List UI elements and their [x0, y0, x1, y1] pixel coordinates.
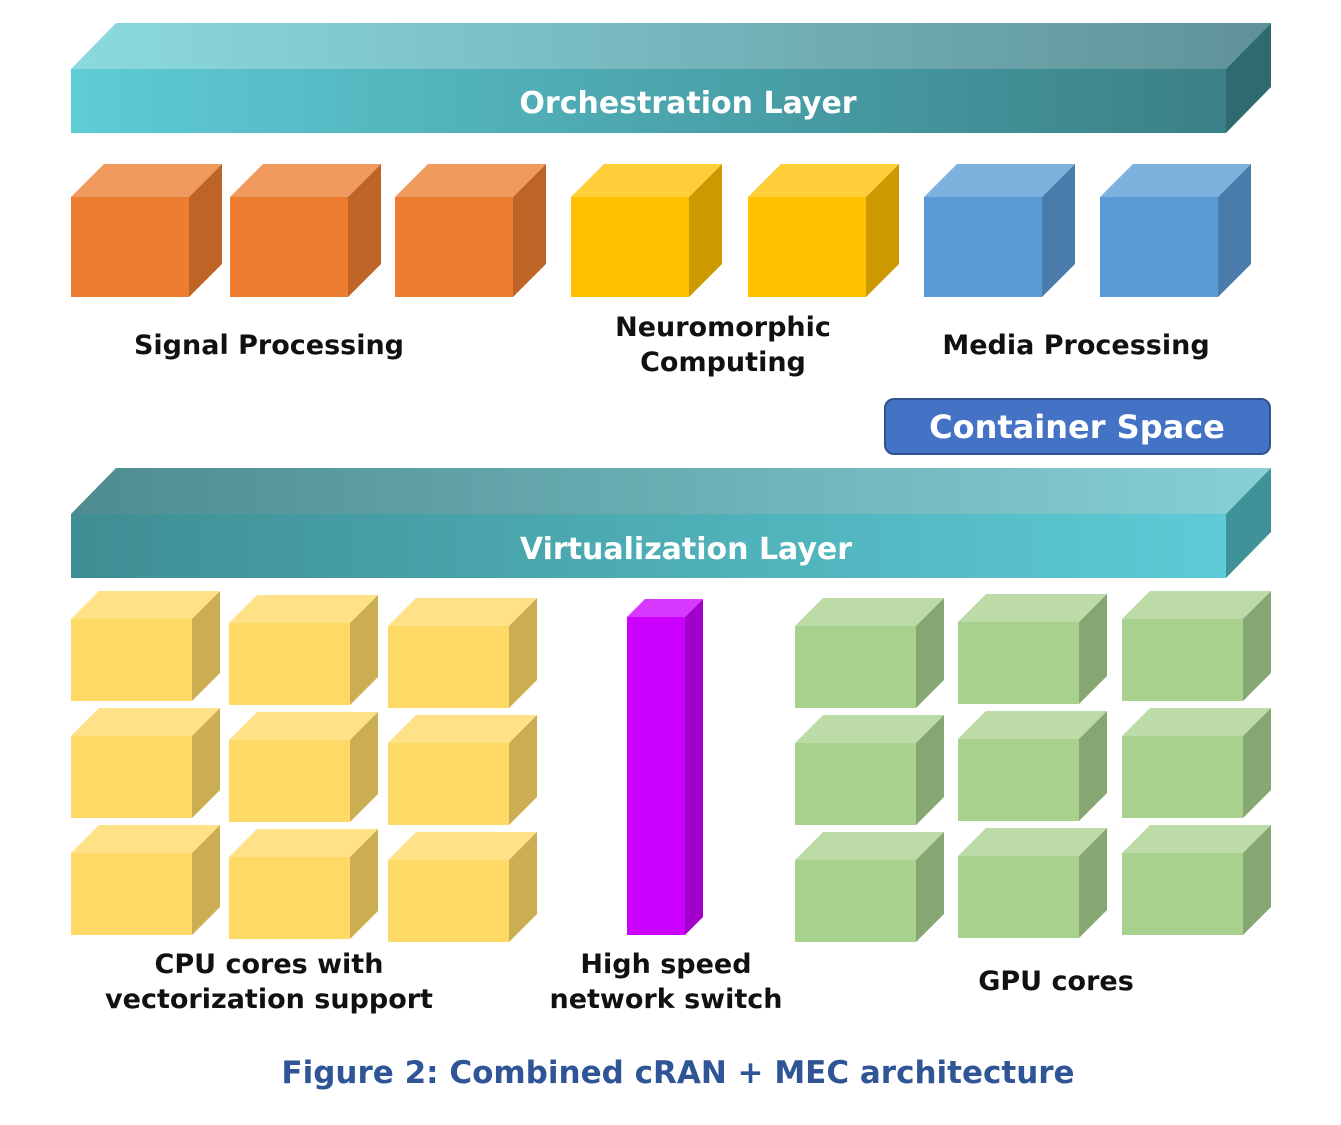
cpu-core-block: [229, 712, 378, 822]
signal-processing-label: Signal Processing: [134, 330, 404, 361]
cpu-core-block: [388, 832, 537, 942]
cpu-cores-label-line2: vectorization support: [105, 984, 433, 1015]
cpu-core-block: [229, 595, 378, 705]
gpu-core-block: [795, 598, 944, 708]
cpu-core-block: [71, 591, 220, 701]
neuromorphic-label-line1: Neuromorphic: [615, 312, 831, 343]
cpu-cores-label-line1: CPU cores with: [155, 949, 384, 980]
gpu-core-block: [1122, 591, 1271, 701]
media-processing-block: [1100, 164, 1251, 297]
cpu-core-block: [388, 598, 537, 708]
figure-caption: Figure 2: Combined cRAN + MEC architectu…: [281, 1055, 1074, 1091]
gpu-core-block: [958, 594, 1107, 704]
hardware-blocks: [71, 591, 1271, 942]
signal-processing-block: [230, 164, 381, 297]
gpu-cores-label: GPU cores: [978, 966, 1134, 997]
neuromorphic-label-line2: Computing: [640, 347, 806, 378]
neuromorphic-block: [571, 164, 722, 297]
network-switch-label-line2: network switch: [549, 984, 782, 1015]
gpu-core-block: [795, 715, 944, 825]
container-blocks: [71, 164, 1251, 297]
signal-processing-block: [395, 164, 546, 297]
cpu-core-block: [388, 715, 537, 825]
virtualization-layer-label: Virtualization Layer: [520, 532, 852, 567]
container-space-label: Container Space: [929, 408, 1225, 446]
neuromorphic-block: [748, 164, 899, 297]
signal-processing-block: [71, 164, 222, 297]
orchestration-layer-label: Orchestration Layer: [519, 86, 856, 121]
gpu-core-block: [958, 711, 1107, 821]
orchestration-layer: Orchestration Layer: [71, 23, 1271, 133]
network-switch-label-line1: High speed: [580, 949, 751, 980]
cpu-core-block: [229, 829, 378, 939]
gpu-core-block: [1122, 708, 1271, 818]
media-processing-block: [924, 164, 1075, 297]
media-processing-label: Media Processing: [942, 330, 1209, 361]
cpu-core-block: [71, 825, 220, 935]
container-space-badge: Container Space: [884, 398, 1271, 455]
gpu-core-block: [795, 832, 944, 942]
cpu-core-block: [71, 708, 220, 818]
network-switch-block: [627, 599, 703, 935]
virtualization-layer: Virtualization Layer: [71, 468, 1271, 578]
gpu-core-block: [1122, 825, 1271, 935]
gpu-core-block: [958, 828, 1107, 938]
